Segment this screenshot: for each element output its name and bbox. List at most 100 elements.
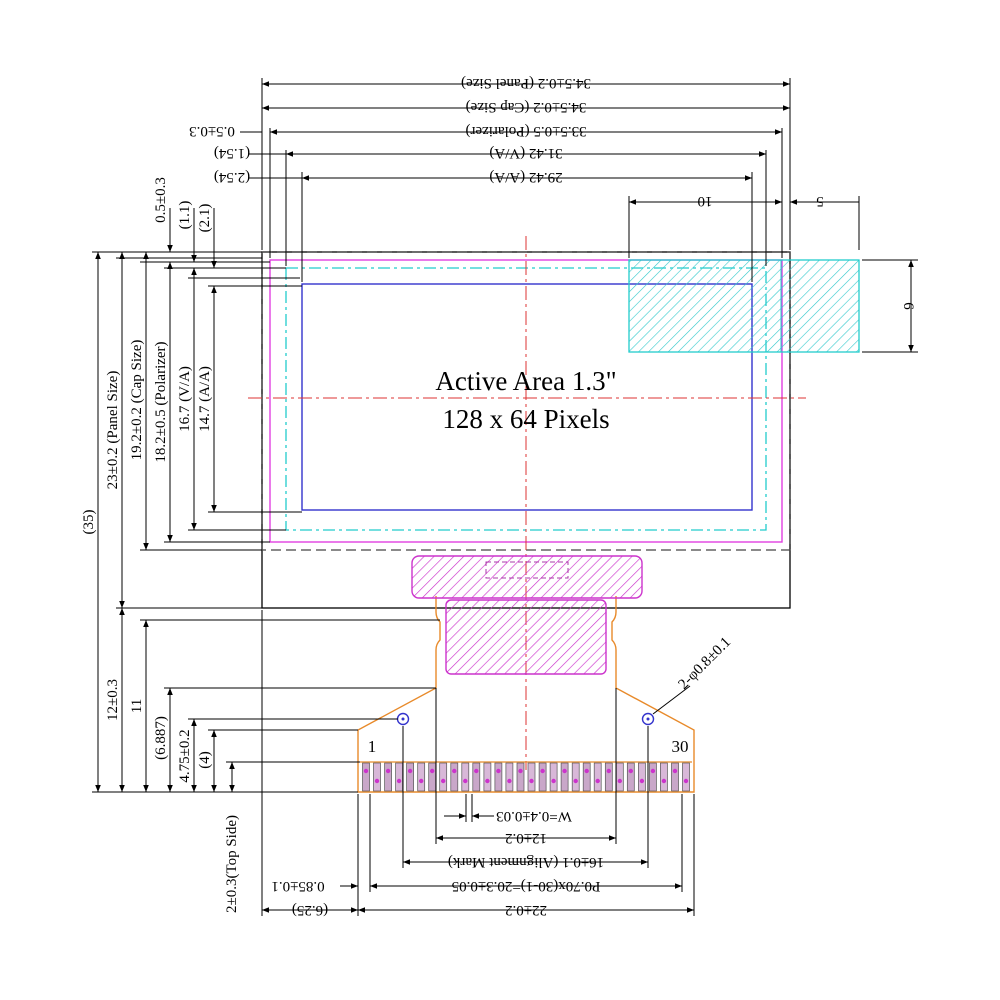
dim-va-offset: (1.54) [214,145,250,161]
pixel-detail-corner [628,259,782,353]
fpc-pin [428,762,437,792]
fpc-pin [362,762,370,792]
fpc-pin-via [661,778,667,784]
fpc-pin-via [683,778,689,784]
fpc-pin [395,762,403,792]
fpc-pin-via [496,768,501,774]
fpc-pins [362,762,690,792]
fpc-pin-via [507,778,512,784]
fpc-pin [472,762,481,792]
fpc-pin [461,762,470,792]
fpc-pin-via [407,768,413,774]
dim-aa-height: 14.7 (A/A) [197,366,213,432]
dim-va-height: 16.7 (V/A) [177,366,193,432]
active-area-outline [301,283,753,511]
fpc-pin-via [606,768,611,774]
pixel-detail-hatch [628,259,860,353]
fpc-pin-via [573,778,578,784]
dim-polarizer-width: 33.5±0.5 (Polarizer) [465,123,586,139]
fpc-pin [450,762,459,792]
fpc-pin [626,762,635,792]
fpc-pin-via [584,768,589,774]
left-dimension-labels: (35) 23±0.2 (Panel Size) 19.2±0.2 (Cap S… [81,177,240,913]
fpc-pin-via [628,768,633,774]
fpc-pin-via [474,768,479,774]
stiffener [445,599,607,675]
fpc-pin-via [595,778,600,784]
fpc-pin [538,762,547,792]
dim-fpc-475: 4.75±0.2 [177,729,193,782]
fpc-pin [582,762,591,792]
dim-cap-height: 19.2±0.2 (Cap Size) [129,340,145,461]
fpc-pin [549,762,558,792]
active-area-label: Active Area 1.3" [435,366,616,396]
fpc-pin-via [529,778,534,784]
fpc-pin [483,762,492,792]
dim-va-width: 31.42 (V/A) [489,145,562,161]
fpc-pin-via [363,768,369,774]
panel: Active Area 1.3" 128 x 64 Pixels [248,236,806,770]
dim-total-height: (35) [81,510,97,535]
fpc-pin-via [485,778,490,784]
dim-detail-10: 10 [698,193,713,209]
fpc-pin-via [430,768,435,774]
fpc: 1 30 [357,555,695,793]
dim-panel-height: 23±0.2 (Panel Size) [105,371,121,490]
fpc-pin-via [617,778,622,784]
fpc-pin [384,762,392,792]
fpc-pin-via [441,778,446,784]
fpc-pin [560,762,569,792]
alignment-mark-right [641,712,655,726]
dim-pin-width: W=0.4±0.03 [496,808,572,824]
dim-fpc-width: 22±0.2 [505,902,547,918]
fpc-pin-via [463,778,468,784]
dim-fpc-6887: (6.887) [153,716,169,760]
fpc-pin-via [540,768,545,774]
fpc-pin-via [650,768,656,774]
dim-va-top: (1.1) [177,201,193,230]
fpc-pin-via [639,778,645,784]
fpc-pin [593,762,602,792]
dim-pitch: P0.70x(30-1)=20.3±0.05 [452,878,601,894]
fpc-pin-via [562,768,567,774]
fpc-pin [406,762,414,792]
dim-aa-offset: (2.54) [214,169,250,185]
fpc-pin [527,762,536,792]
fpc-pin [649,762,657,792]
dim-aa-top: (2.1) [197,204,213,233]
fpc-pin [417,762,426,792]
fpc-pin-via [374,778,380,784]
fpc-pin [571,762,580,792]
dim-alignment: 16±0.1 (Alignment Mark) [448,854,604,870]
fpc-pin-via [385,768,391,774]
dim-cap-width: 34.5±0.2 (Cap Size) [466,99,587,115]
fpc-pin [604,762,613,792]
fpc-pin [516,762,525,792]
dim-pin-margin: 0.85±0.1 [271,878,324,894]
fpc-pin [505,762,514,792]
pixel-detail [628,259,860,353]
dim-detail-6: 6 [900,302,916,310]
pixel-count-label: 128 x 64 Pixels [442,404,609,434]
fpc-pin-via [419,778,424,784]
dim-fpc-4: (4) [197,751,213,769]
dim-polarizer-offset: 0.5±0.3 [189,123,235,139]
fpc-pin [494,762,503,792]
dim-detail-5: 5 [816,193,824,209]
dim-aa-width: 29.42 (A/A) [489,169,562,185]
dim-panel-width: 34.5±0.2 (Panel Size) [461,75,591,91]
dim-holes: 2-φ0.8±0.1 [676,634,735,693]
fpc-pin [682,762,690,792]
dim-top-side: 2±0.3(Top Side) [224,815,240,913]
fpc-pin [439,762,448,792]
fpc-pin-via [396,778,402,784]
dim-polarizer-height: 18.2±0.5 (Polarizer) [153,341,169,462]
top-dimension-labels: 34.5±0.2 (Panel Size) 34.5±0.2 (Cap Size… [189,75,916,310]
dim-fpc-total: 12±0.3 [105,679,121,721]
fpc-pin-via [551,778,556,784]
pin-1-label: 1 [368,737,377,756]
pin-30-label: 30 [672,737,689,756]
dim-left-offset: (6.25) [292,902,328,918]
fpc-pin-via [518,768,523,774]
dimension-lines [92,78,918,916]
